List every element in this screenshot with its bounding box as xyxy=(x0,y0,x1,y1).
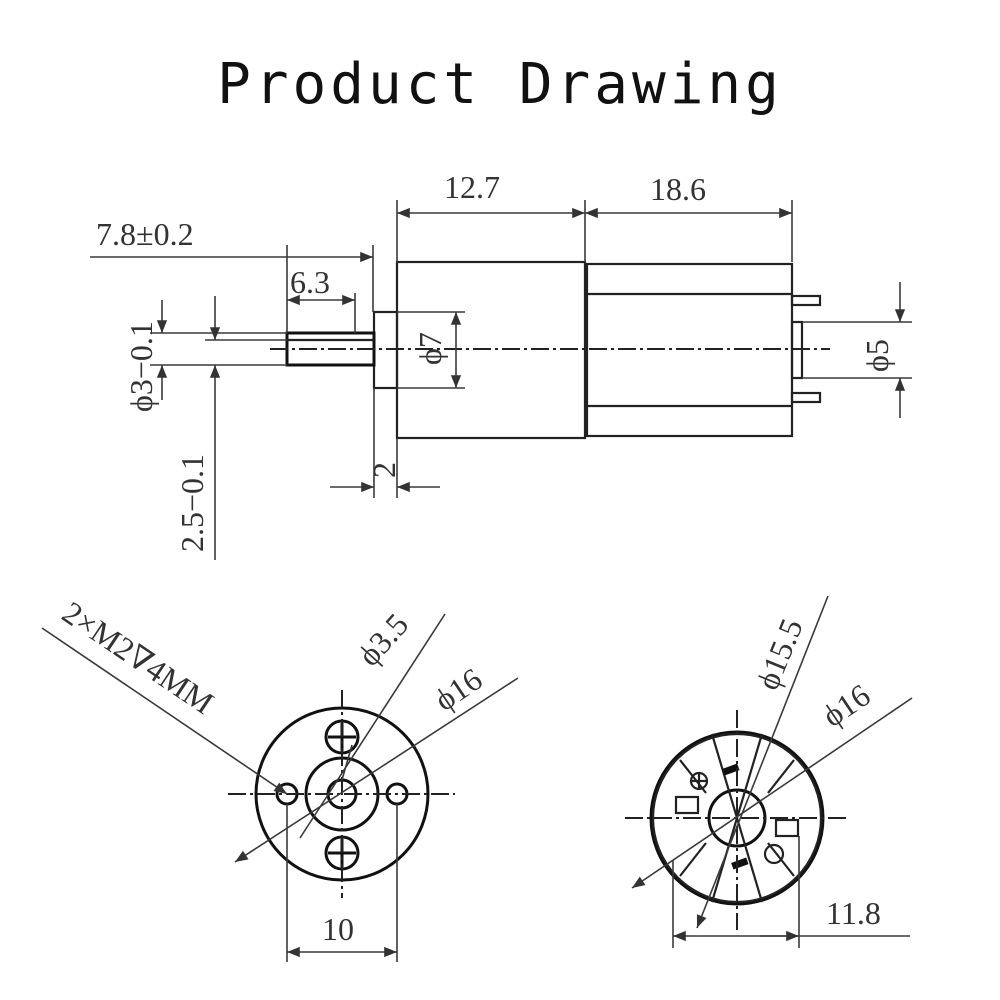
front-view: 2×M2∇4MM ϕ3.5 ϕ16 10 xyxy=(41,594,519,962)
dim-gearbox-length: 12.7 xyxy=(444,169,500,205)
terminal-bottom xyxy=(790,391,822,404)
rear-brush-bottom xyxy=(731,857,749,870)
dim-thread: 2×M2∇4MM xyxy=(56,594,220,721)
rear-terminal-right xyxy=(774,818,800,838)
dim-shaft-total: 7.8±0.2 xyxy=(96,216,194,252)
dim-shaft-flat: 6.3 xyxy=(290,264,330,300)
rear-screw-icon xyxy=(689,771,709,791)
dim-rear-boss-dia: ϕ5 xyxy=(859,339,895,372)
rear-view: ϕ15.5 ϕ16 11.8 xyxy=(625,595,913,948)
page-title: Product Drawing xyxy=(217,52,783,117)
dim-center-hole: ϕ3.5 xyxy=(350,606,415,672)
terminal-top xyxy=(790,294,822,307)
dim-rear-outer-dia: ϕ16 xyxy=(816,677,877,734)
dim-flat-width: 2.5−0.1 xyxy=(174,454,210,552)
dim-rear-inner-dia: ϕ15.5 xyxy=(749,614,810,695)
side-view: 12.7 18.6 7.8±0.2 6.3 ϕ3−0.1 2.5−0.1 ϕ7 xyxy=(90,169,912,560)
dim-boss-length: 2 xyxy=(366,462,402,478)
dim-motor-length: 18.6 xyxy=(650,171,706,207)
dim-hole-spacing: 10 xyxy=(322,911,354,947)
rear-brush-top xyxy=(722,763,740,776)
dim-terminal-span: 11.8 xyxy=(826,895,881,931)
rear-small-hole xyxy=(763,843,785,865)
dim-shaft-dia: ϕ3−0.1 xyxy=(123,321,159,412)
rear-terminal-left xyxy=(674,795,700,815)
dim-outer-dia: ϕ16 xyxy=(428,661,489,718)
dim-boss-dia: ϕ7 xyxy=(412,332,448,365)
